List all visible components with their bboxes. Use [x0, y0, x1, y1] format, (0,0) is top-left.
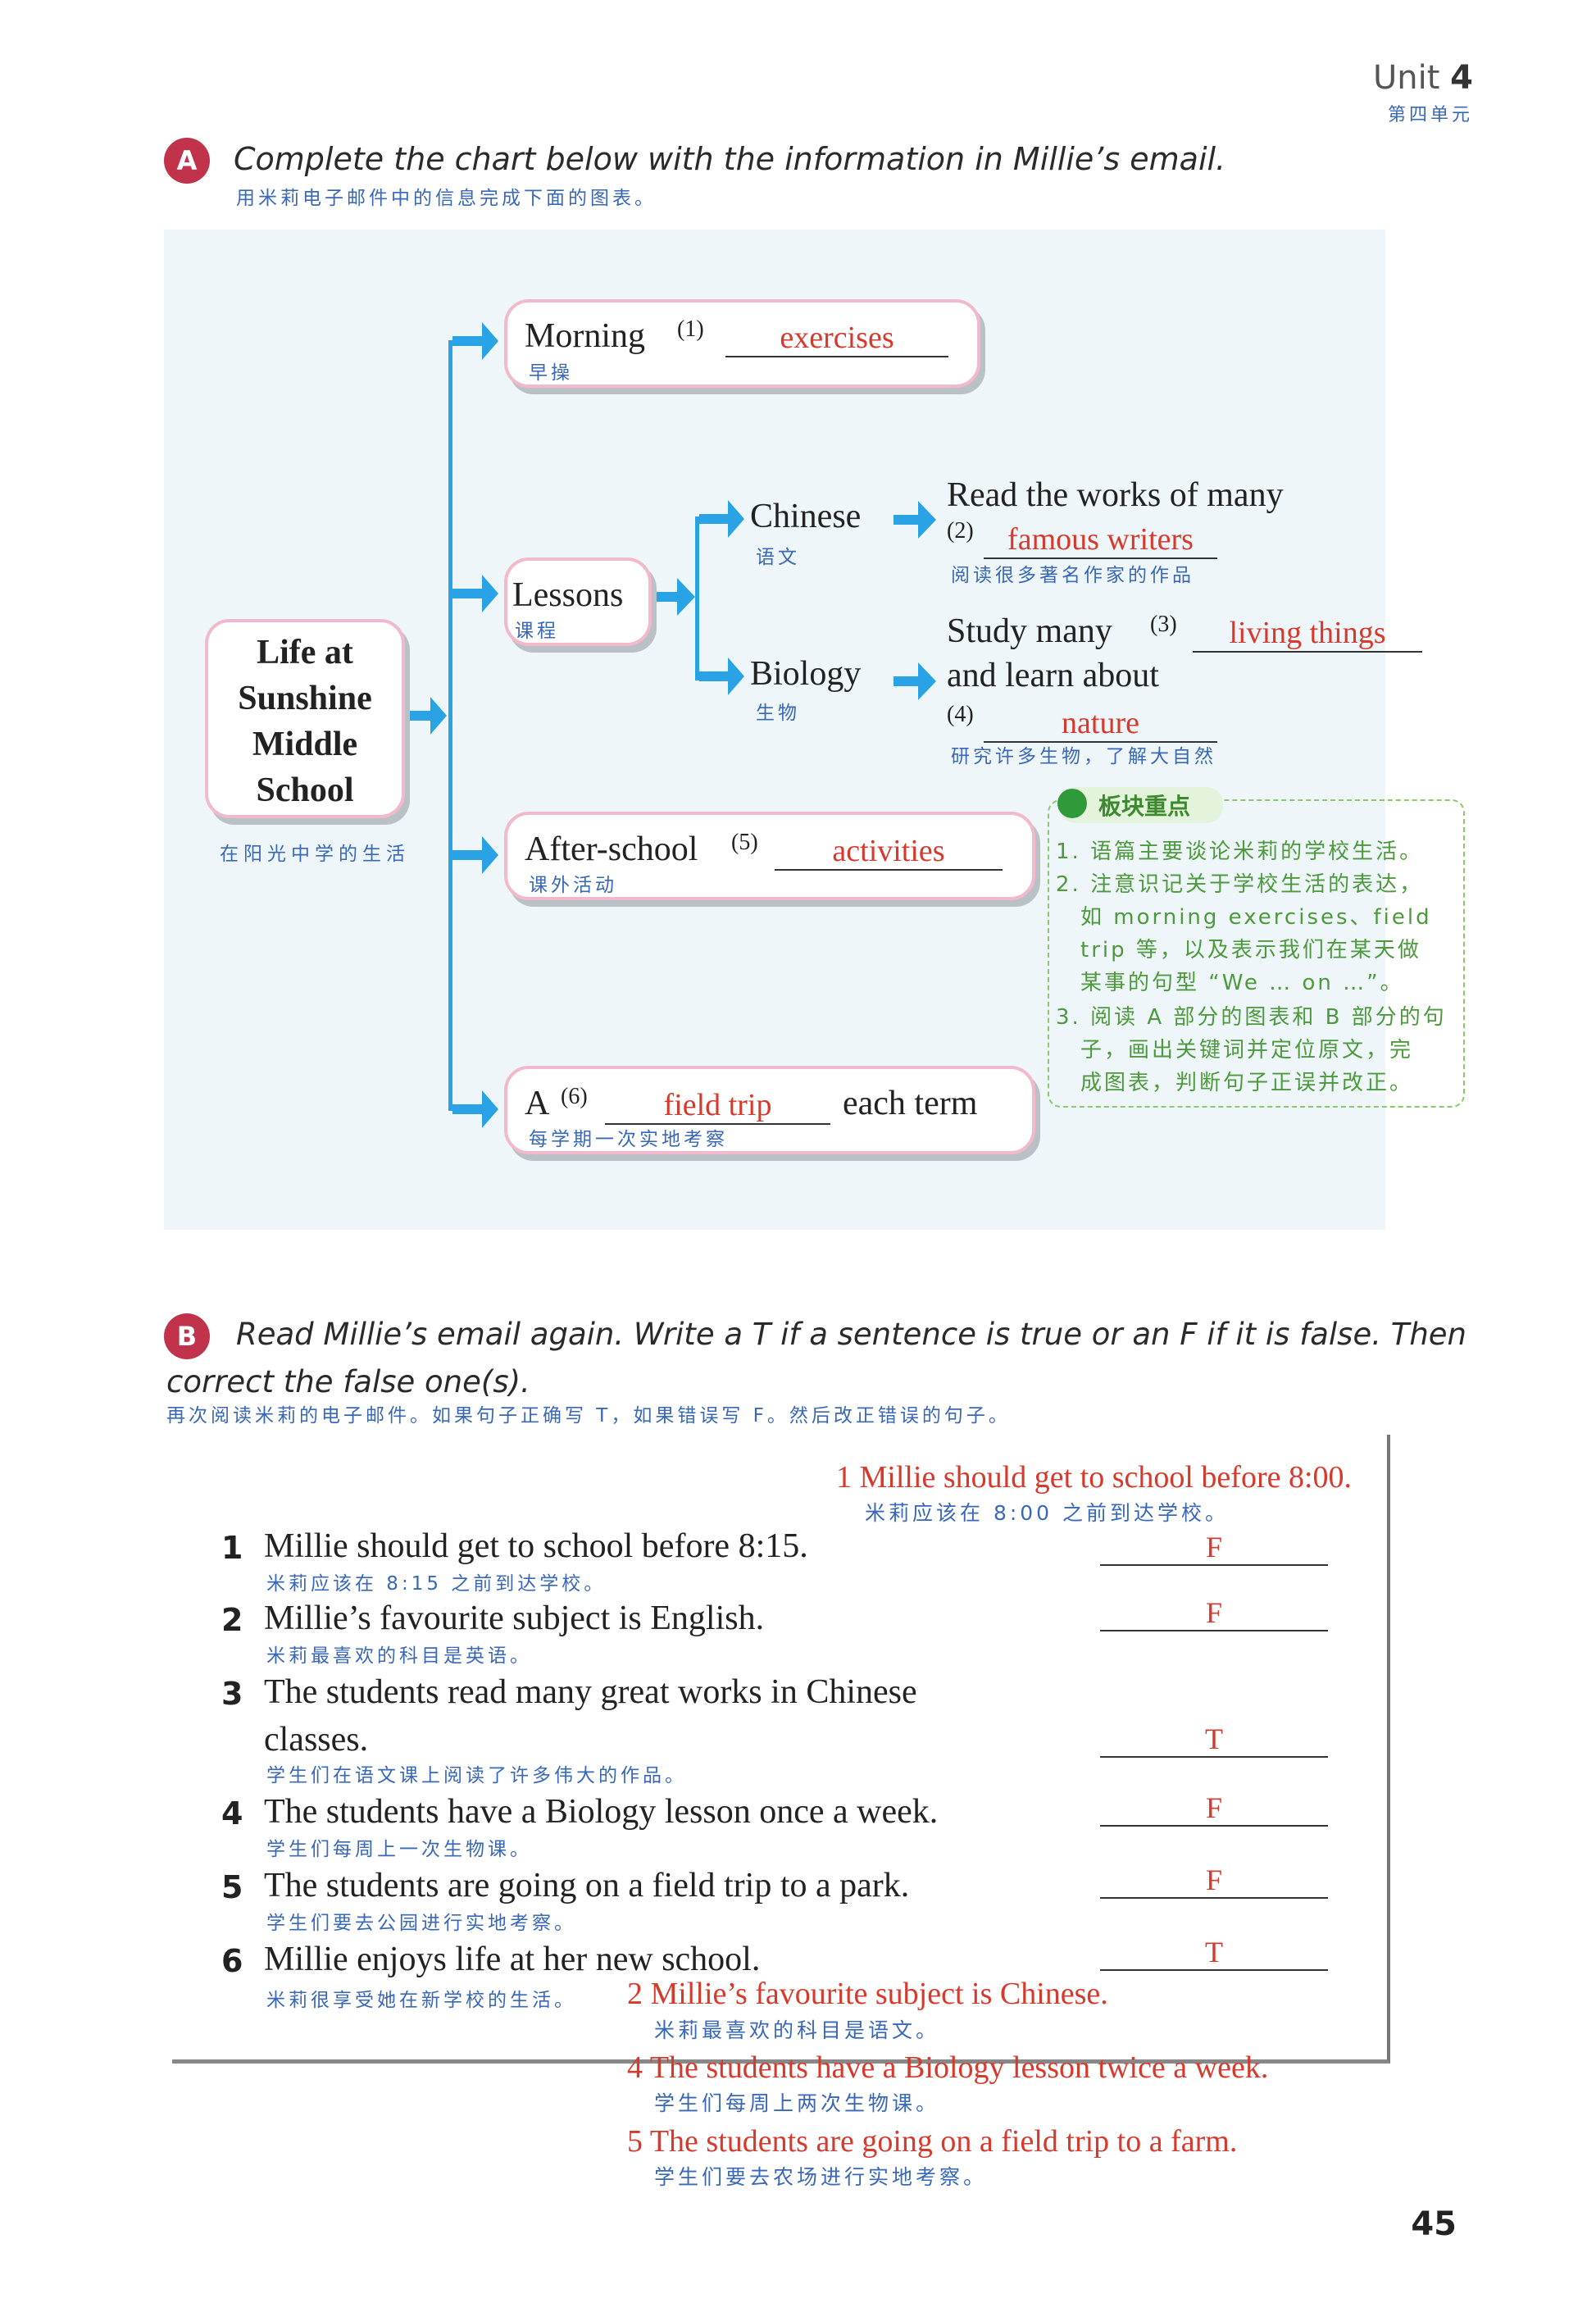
- answer-4: nature: [984, 705, 1217, 743]
- correction-5: 5 The students are going on a field trip…: [627, 2124, 1238, 2159]
- chinese-label: Chinese: [750, 498, 862, 535]
- question-cn: 学生们每周上一次生物课。: [266, 1839, 532, 1860]
- lessons-cn: 课程: [515, 621, 559, 642]
- answer-3: living things: [1193, 615, 1422, 653]
- question-cn: 米莉应该在 8:15 之前到达学校。: [266, 1573, 607, 1595]
- page-number: 45: [1411, 2205, 1457, 2243]
- answer-blank: T: [1100, 1722, 1328, 1758]
- blank-number-3: (3): [1150, 612, 1177, 637]
- fieldtrip-label: A: [525, 1085, 550, 1122]
- blank-number-6: (6): [561, 1084, 588, 1109]
- question-cn: 米莉很享受她在新学校的生活。: [266, 1990, 576, 2011]
- center-line: Sunshine: [238, 680, 372, 717]
- tip-line: trip 等，以及表示我们在某天做: [1080, 938, 1421, 962]
- tip-line: 1. 语篇主要谈论米莉的学校生活。: [1056, 840, 1424, 864]
- answer-5: activities: [775, 833, 1003, 871]
- section-b-instruction-line2: correct the false one(s).: [166, 1364, 530, 1399]
- morning-label: Morning: [525, 317, 645, 355]
- biology-desc-line1: Study many: [947, 612, 1112, 650]
- morning-box: [504, 299, 980, 388]
- tip-line: 某事的句型 “We … on …”。: [1080, 971, 1404, 995]
- answer-blank: T: [1100, 1935, 1328, 1971]
- biology-desc-line2: and learn about: [947, 657, 1159, 694]
- blank-number-2: (2): [947, 518, 974, 544]
- center-topic-cn: 在阳光中学的生活: [220, 844, 410, 865]
- morning-cn: 早操: [529, 362, 573, 384]
- section-a-badge: A: [164, 138, 210, 184]
- center-topic-title: Life at Sunshine Middle School: [205, 630, 405, 813]
- correction-5-cn: 学生们要去农场进行实地考察。: [654, 2165, 988, 2189]
- leaf-icon: [1057, 789, 1087, 818]
- question-cn: 学生们要去公园进行实地考察。: [266, 1913, 576, 1934]
- blank-number-4: (4): [947, 702, 974, 727]
- afterschool-box: [504, 812, 1035, 900]
- biology-desc-cn: 研究许多生物，了解大自然: [951, 746, 1216, 767]
- section-b-instruction-cn: 再次阅读米莉的电子邮件。如果句子正确写 T，如果错误写 F。然后改正错误的句子。: [166, 1405, 1011, 1427]
- correction-2: 2 Millie’s favourite subject is Chinese.: [627, 1977, 1108, 2011]
- question-text: The students read many great works in Ch…: [264, 1673, 917, 1711]
- answer-sheet-edge: [172, 1435, 1390, 2064]
- answer-blank: F: [1100, 1595, 1328, 1631]
- lessons-box: [504, 557, 652, 646]
- correction-1-cn: 米莉应该在 8:00 之前到达学校。: [865, 1501, 1230, 1525]
- center-line: School: [256, 771, 354, 809]
- question-text: Millie should get to school before 8:15.: [264, 1527, 808, 1565]
- question-number: 3: [221, 1676, 243, 1712]
- fieldtrip-tail: each term: [843, 1085, 978, 1122]
- question-cn: 学生们在语文课上阅读了许多伟大的作品。: [266, 1765, 687, 1786]
- answer-1: exercises: [725, 320, 948, 357]
- afterschool-label: After-school: [525, 830, 698, 868]
- answer-blank: F: [1100, 1530, 1328, 1566]
- fieldtrip-box: [504, 1066, 1035, 1154]
- center-line: Life at: [257, 634, 353, 671]
- tip-line: 3. 阅读 A 部分的图表和 B 部分的句: [1056, 1005, 1447, 1030]
- chinese-desc: Read the works of many: [947, 476, 1284, 514]
- answer-blank: F: [1100, 1791, 1328, 1827]
- unit-label: Unit 4: [1373, 59, 1473, 97]
- unit-label-cn: 第四单元: [1387, 105, 1473, 125]
- question-number: 1: [221, 1530, 243, 1566]
- biology-cn: 生物: [756, 703, 800, 724]
- tip-line: 子，画出关键词并定位原文，完: [1080, 1038, 1414, 1063]
- tip-line: 2. 注意识记关于学校生活的表达，: [1056, 872, 1424, 897]
- question-number: 6: [221, 1943, 243, 1979]
- question-text: Millie enjoys life at her new school.: [264, 1941, 761, 1978]
- afterschool-cn: 课外活动: [529, 875, 617, 896]
- fieldtrip-cn: 每学期一次实地考察: [529, 1129, 728, 1150]
- section-a-instruction-cn: 用米莉电子邮件中的信息完成下面的图表。: [236, 188, 657, 209]
- section-b-badge: B: [164, 1313, 210, 1359]
- question-text: The students are going on a field trip t…: [264, 1867, 910, 1904]
- chinese-desc-cn: 阅读很多著名作家的作品: [951, 565, 1194, 586]
- correction-4-cn: 学生们每周上两次生物课。: [654, 2091, 940, 2115]
- correction-2-cn: 米莉最喜欢的科目是语文。: [654, 2018, 940, 2042]
- center-topic-box: [205, 619, 405, 818]
- chinese-cn: 语文: [756, 547, 800, 568]
- correction-1: 1 Millie should get to school before 8:0…: [836, 1460, 1353, 1495]
- question-cn: 米莉最喜欢的科目是英语。: [266, 1645, 532, 1667]
- answer-blank: F: [1100, 1863, 1328, 1899]
- question-text-cont: classes.: [264, 1721, 369, 1759]
- question-text: Millie’s favourite subject is English.: [264, 1599, 765, 1637]
- biology-label: Biology: [750, 655, 862, 693]
- answer-2: famous writers: [984, 521, 1217, 559]
- center-line: Middle: [252, 726, 358, 763]
- question-number: 5: [221, 1869, 243, 1905]
- section-a-instruction: Complete the chart below with the inform…: [234, 141, 1226, 177]
- lessons-label: Lessons: [512, 576, 624, 614]
- blank-number-5: (5): [731, 830, 758, 855]
- correction-4: 4 The students have a Biology lesson twi…: [627, 2050, 1269, 2085]
- tip-line: 成图表，判断句子正误并改正。: [1080, 1071, 1414, 1095]
- section-b-instruction-line1: Read Millie’s email again. Write a T if …: [236, 1317, 1467, 1352]
- answer-6: field trip: [605, 1087, 830, 1125]
- blank-number-1: (1): [677, 316, 704, 342]
- question-text: The students have a Biology lesson once …: [264, 1793, 939, 1831]
- tip-line: 如 morning exercises、field: [1080, 905, 1432, 930]
- question-number: 4: [221, 1795, 243, 1832]
- question-number: 2: [221, 1602, 243, 1638]
- chart-connectors: [407, 322, 936, 1128]
- key-points-box: [1048, 799, 1465, 1108]
